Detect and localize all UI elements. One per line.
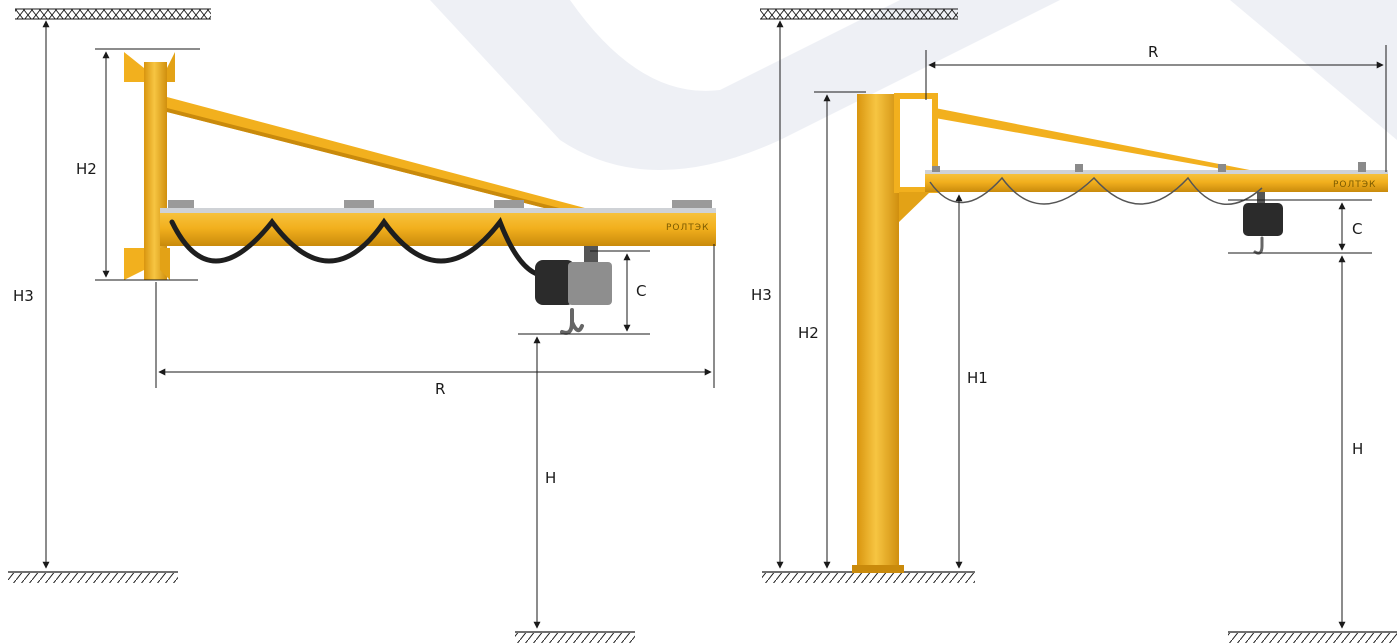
- right-festoon-cable: [929, 176, 1263, 206]
- right-floor: [762, 571, 975, 583]
- right-hook-floor: [1228, 631, 1397, 643]
- right-crane: РОЛТЭК H3 H2 H1 R: [751, 8, 1397, 643]
- right-pillar-head: [894, 93, 938, 193]
- right-gusset: [899, 192, 930, 222]
- right-dim-c: C: [1352, 220, 1362, 238]
- left-festoon-cable: [169, 216, 573, 279]
- left-top-bracket: [124, 52, 144, 82]
- left-dim-h: H: [545, 469, 556, 487]
- right-dim-r: R: [1148, 43, 1158, 61]
- right-dim-h3: H3: [751, 286, 772, 304]
- left-bottom-bracket: [124, 248, 144, 280]
- left-dim-c: C: [636, 282, 646, 300]
- left-dim-h2: H2: [76, 160, 97, 178]
- left-electric-hoist: [535, 246, 612, 335]
- left-crane: РОЛТЭК: [8, 8, 716, 643]
- right-brand-label: РОЛТЭК: [1333, 180, 1376, 190]
- right-electric-hoist: [1243, 192, 1283, 255]
- right-dim-h1: H1: [967, 369, 988, 387]
- left-wall-column: [144, 62, 167, 280]
- watermark-corner: [1230, 0, 1397, 140]
- left-dim-r: R: [435, 380, 445, 398]
- right-tie-rod: [935, 108, 1270, 174]
- left-tie-rod: [167, 97, 600, 212]
- right-cable-trolleys: [932, 162, 1366, 172]
- right-ceiling-truss: [760, 8, 958, 20]
- right-pillar: [857, 94, 899, 570]
- right-dim-h2: H2: [798, 324, 819, 342]
- left-ceiling-truss: [15, 8, 211, 20]
- left-cable-trolleys: [168, 200, 712, 208]
- background-watermark: [430, 0, 1397, 170]
- right-jib-beam: [925, 172, 1388, 192]
- left-brand-label: РОЛТЭК: [666, 223, 709, 233]
- left-dim-h3: H3: [13, 287, 34, 305]
- left-hook-floor: [515, 631, 635, 643]
- right-dim-h: H: [1352, 440, 1363, 458]
- left-jib-beam: [160, 210, 716, 246]
- watermark-swoosh: [430, 0, 1060, 170]
- left-dimension-lines: [42, 20, 715, 629]
- left-floor: [8, 571, 178, 583]
- right-dimension-lines: [776, 20, 1387, 629]
